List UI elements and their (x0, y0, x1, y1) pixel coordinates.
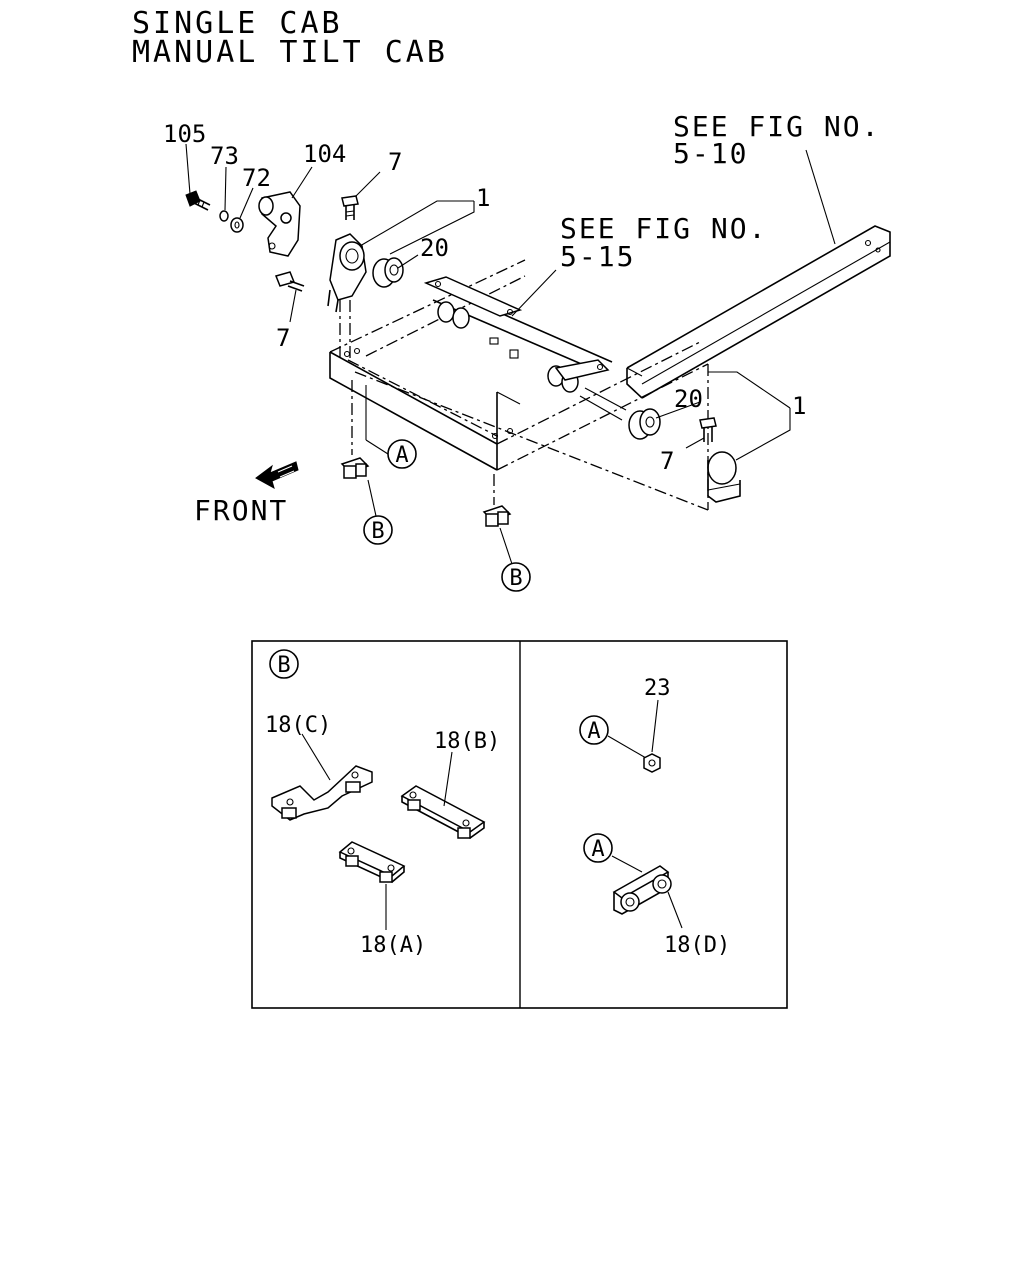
detail-marker-A-bottom: A (583, 833, 613, 863)
leader-72 (239, 187, 254, 219)
cab-mount-subframe (329, 259, 709, 511)
callout-20-right: 20 (674, 385, 703, 413)
detail-marker-B: B (269, 649, 299, 679)
callout-1-right: 1 (792, 392, 806, 420)
callout-7-left: 7 (276, 324, 290, 352)
leader-7-right (685, 437, 705, 449)
see-fig-5-15-label: SEE FIG NO. (560, 212, 767, 245)
leader-7-left (289, 289, 297, 323)
callout-20-top: 20 (420, 234, 449, 262)
leader-20-top (397, 254, 419, 269)
leader-18d (667, 891, 683, 929)
svg-text:A: A (591, 837, 604, 862)
svg-text:B: B (509, 566, 522, 591)
tilt-hinge-bracket-right (707, 451, 741, 503)
detail-marker-A-top: A (579, 715, 609, 745)
callout-72: 72 (242, 164, 271, 192)
part-23-label: 23 (644, 676, 671, 701)
marker-B-left: B (363, 515, 393, 545)
arrow-front-icon (255, 461, 299, 490)
part-18a-label: 18(A) (360, 933, 426, 958)
part-18b-label: 18(B) (434, 729, 500, 754)
leader-18c (301, 733, 331, 781)
part-18d-label: 18(D) (664, 933, 730, 958)
mount-foot-left (340, 457, 370, 479)
bolt-7-left (274, 271, 305, 292)
leader-20-right (655, 401, 701, 419)
leader-104 (291, 166, 313, 199)
title-line-1: SINGLE CAB (132, 6, 343, 41)
callout-1-top: 1 (476, 184, 490, 212)
leader-A-18d (611, 855, 643, 873)
frame-side-rail (626, 225, 891, 399)
nut-23 (643, 753, 661, 773)
front-direction-label: FRONT (194, 494, 288, 527)
tilt-crossmember (423, 276, 627, 421)
leader-18b (443, 751, 453, 807)
bushing-20-left (372, 257, 404, 288)
callout-7-top: 7 (388, 148, 402, 176)
marker-B-center: B (501, 562, 531, 592)
washer-72 (230, 217, 244, 233)
bolt-7-top (341, 195, 359, 220)
svg-text:A: A (395, 443, 408, 468)
bracket-104 (258, 191, 301, 257)
callout-104: 104 (303, 140, 346, 168)
bolt-105 (185, 190, 211, 211)
callout-73: 73 (210, 142, 239, 170)
marker-A-main: A (387, 439, 417, 469)
leader-1-top-a (359, 200, 474, 247)
bushing-20-right (628, 408, 661, 440)
leader-105 (185, 143, 191, 195)
lock-washer-73 (219, 210, 229, 222)
leader-fig-5-15 (511, 269, 557, 317)
fig-5-10-number: 5-10 (673, 137, 748, 170)
callout-105: 105 (163, 120, 206, 148)
fig-5-15-number: 5-15 (560, 240, 635, 273)
callout-7-right: 7 (660, 447, 674, 475)
plate-18c (271, 765, 373, 821)
leader-1-right-a (708, 371, 791, 409)
leader-fig-5-10 (805, 149, 836, 245)
leader-1-top-b (389, 201, 475, 255)
mount-foot-center (482, 505, 512, 527)
leader-1-right-b (735, 408, 791, 461)
plate-18b (400, 785, 486, 839)
part-18c-label: 18(C) (265, 713, 331, 738)
leader-A-23 (607, 735, 647, 759)
see-fig-5-10-label: SEE FIG NO. (673, 110, 880, 143)
leader-B-left (367, 479, 377, 517)
detail-panel (251, 640, 788, 1009)
svg-text:A: A (587, 719, 600, 744)
plate-18a (338, 841, 406, 883)
tilt-hinge-bracket-left (327, 233, 367, 313)
svg-text:B: B (371, 519, 384, 544)
leader-7-top (355, 171, 381, 197)
plate-18d (612, 865, 672, 915)
leader-73 (224, 166, 227, 211)
leader-B-center (499, 527, 513, 565)
svg-text:B: B (277, 653, 290, 678)
leader-23 (651, 699, 659, 753)
title-line-2: MANUAL TILT CAB (132, 35, 448, 70)
bolt-7-right (699, 417, 717, 442)
